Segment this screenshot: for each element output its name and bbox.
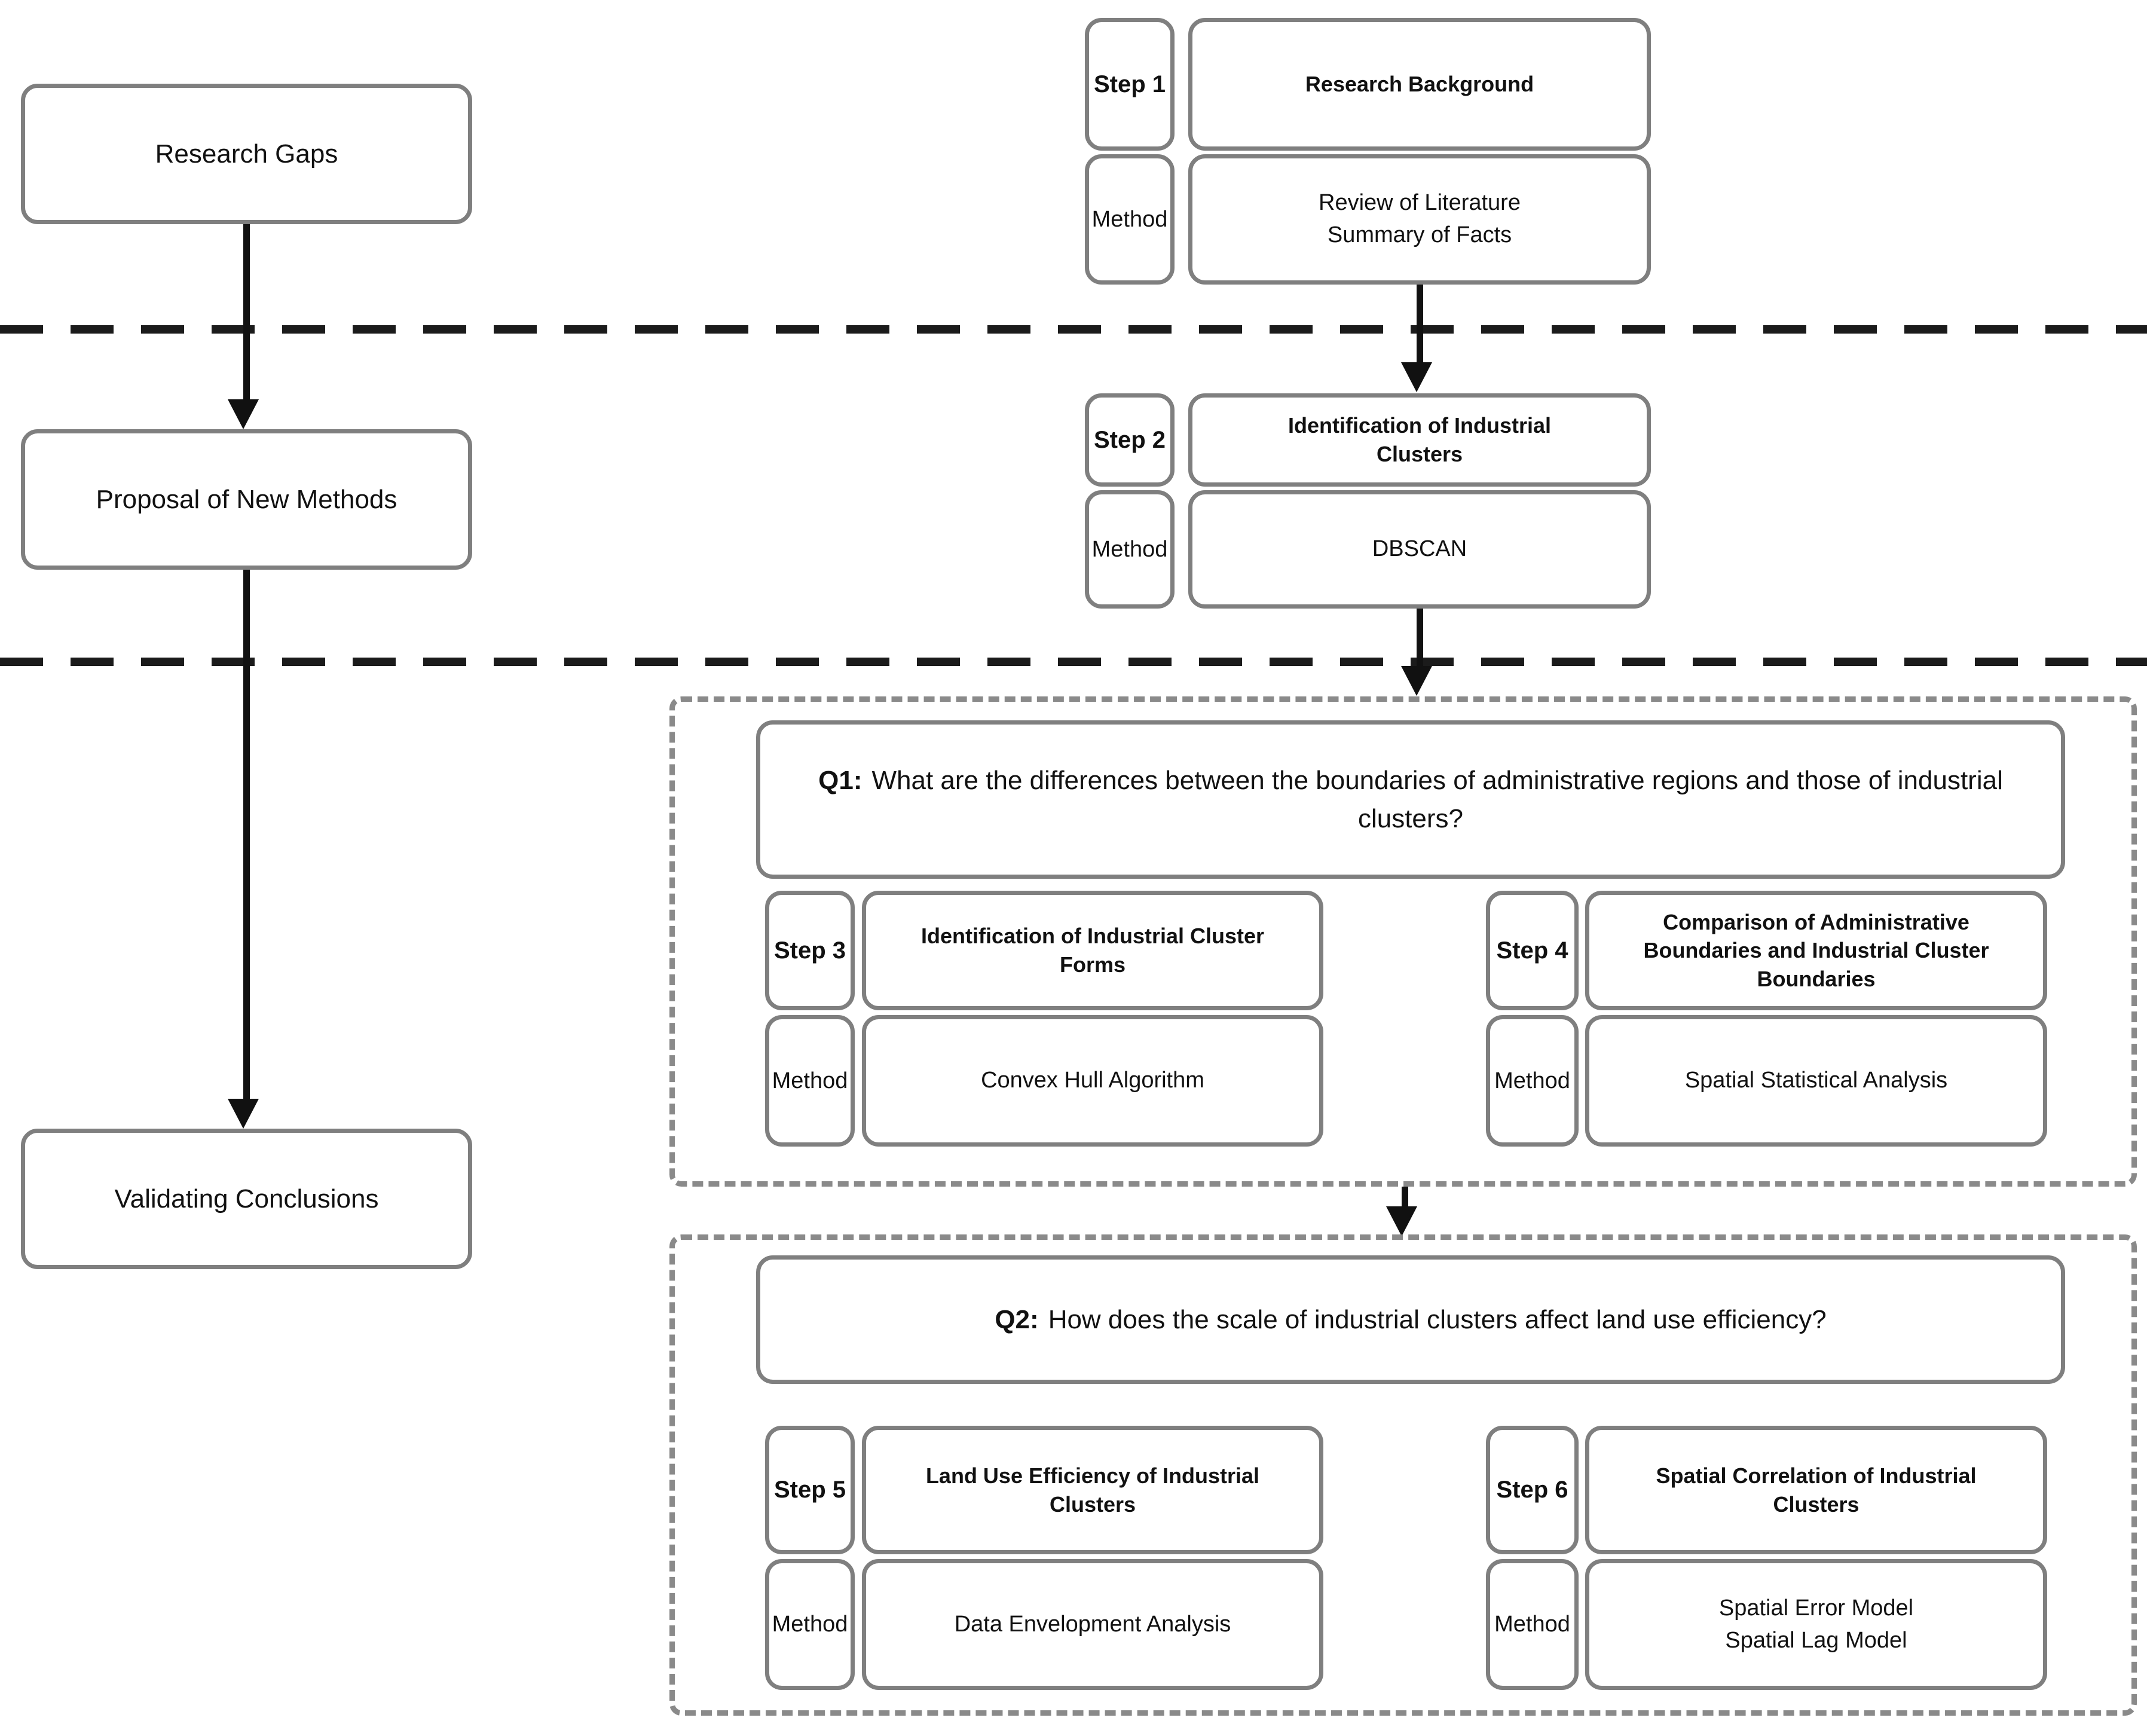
dashed-separator-1 [0,325,2147,334]
proposal-of-new-methods-label: Proposal of New Methods [96,484,397,514]
step-3-title: Identification of Industrial Cluster For… [920,924,1265,977]
step-4-label-box: Step 4 [1486,891,1579,1010]
step-5-label: Step 5 [773,1477,846,1503]
step-1-method-label-box: Method [1085,154,1175,285]
step-2-title: Identification of Industrial Clusters [1288,413,1551,466]
q2-question-text: Q2:How does the scale of industrial clus… [995,1304,1827,1334]
step-6-method-box: Spatial Error Model Spatial Lag Model [1585,1559,2047,1690]
step-5-method-label-box: Method [765,1559,855,1690]
step-6-method-label-box: Method [1486,1559,1579,1690]
step-3-method-label: Method [772,1068,848,1093]
step-6-method-label: Method [1494,1612,1570,1637]
step-4-method: Spatial Statistical Analysis [1684,1068,1948,1093]
step-5-method-label: Method [772,1612,848,1637]
step-4-title: Comparison of Administrative Boundaries … [1643,909,1989,991]
proposal-of-new-methods-box: Proposal of New Methods [21,429,472,570]
step-2-method: DBSCAN [1372,536,1467,562]
step-3-label: Step 3 [773,937,846,964]
q1-prefix: Q1: [818,765,863,795]
step-5-label-box: Step 5 [765,1426,855,1554]
step-1-method-label: Method [1091,206,1168,232]
step-4-method-label: Method [1494,1068,1570,1093]
step-3-method-box: Convex Hull Algorithm [862,1015,1323,1147]
step-5-method: Data Envelopment Analysis [954,1611,1231,1637]
arrow-gaps-to-proposal-head [228,399,259,429]
arrow-step2-to-q1-line [1417,609,1423,667]
validating-conclusions-box: Validating Conclusions [21,1129,472,1269]
step-6-label-box: Step 6 [1486,1426,1579,1554]
step-1-title: Research Background [1305,72,1534,97]
step-2-method-label-box: Method [1085,490,1175,609]
step-1-method: Review of Literature Summary of Facts [1319,190,1521,247]
arrow-step1-to-step2-head [1401,362,1432,392]
step-4-title-box: Comparison of Administrative Boundaries … [1585,891,2047,1010]
arrow-q1-to-q2-head [1386,1206,1417,1236]
step-2-label: Step 2 [1093,426,1166,453]
step-1-label: Step 1 [1093,71,1166,97]
step-4-method-box: Spatial Statistical Analysis [1585,1015,2047,1147]
step-4-label: Step 4 [1496,937,1568,964]
q2-question-box: Q2:How does the scale of industrial clus… [756,1255,2065,1384]
step-5-title-box: Land Use Efficiency of Industrial Cluste… [862,1426,1323,1554]
research-gaps-label: Research Gaps [155,139,338,169]
step-6-title: Spatial Correlation of Industrial Cluste… [1656,1463,1977,1517]
arrow-step2-to-q1-head [1401,666,1432,696]
validating-conclusions-label: Validating Conclusions [114,1184,379,1214]
q1-section-container [669,696,2137,1187]
step-1-method-box: Review of Literature Summary of Facts [1188,154,1651,285]
step-4-method-label-box: Method [1486,1015,1579,1147]
q2-section-container [669,1234,2137,1716]
arrow-step1-to-step2-line [1417,285,1423,363]
research-gaps-box: Research Gaps [21,84,472,224]
step-2-method-box: DBSCAN [1188,490,1651,609]
step-5-method-box: Data Envelopment Analysis [862,1559,1323,1690]
q1-question-text: Q1:What are the differences between the … [818,765,2003,833]
q2-prefix: Q2: [995,1304,1039,1334]
arrow-proposal-to-validating-line [243,570,250,1101]
arrow-gaps-to-proposal-line [243,224,250,402]
step-6-title-box: Spatial Correlation of Industrial Cluste… [1585,1426,2047,1554]
step-3-title-box: Identification of Industrial Cluster For… [862,891,1323,1010]
step-6-label: Step 6 [1496,1477,1568,1503]
step-2-title-box: Identification of Industrial Clusters [1188,393,1651,487]
step-3-method: Convex Hull Algorithm [981,1068,1204,1093]
arrow-proposal-to-validating-head [228,1099,259,1129]
step-3-method-label-box: Method [765,1015,855,1147]
step-2-label-box: Step 2 [1085,393,1175,487]
step-1-label-box: Step 1 [1085,18,1175,151]
step-1-title-box: Research Background [1188,18,1651,151]
arrow-q1-to-q2-line [1402,1187,1408,1209]
step-3-label-box: Step 3 [765,891,855,1010]
step-5-title: Land Use Efficiency of Industrial Cluste… [925,1463,1260,1517]
q1-question-box: Q1:What are the differences between the … [756,720,2065,879]
step-2-method-label: Method [1091,536,1168,562]
step-6-method: Spatial Error Model Spatial Lag Model [1718,1595,1914,1653]
dashed-separator-2 [0,658,2147,666]
